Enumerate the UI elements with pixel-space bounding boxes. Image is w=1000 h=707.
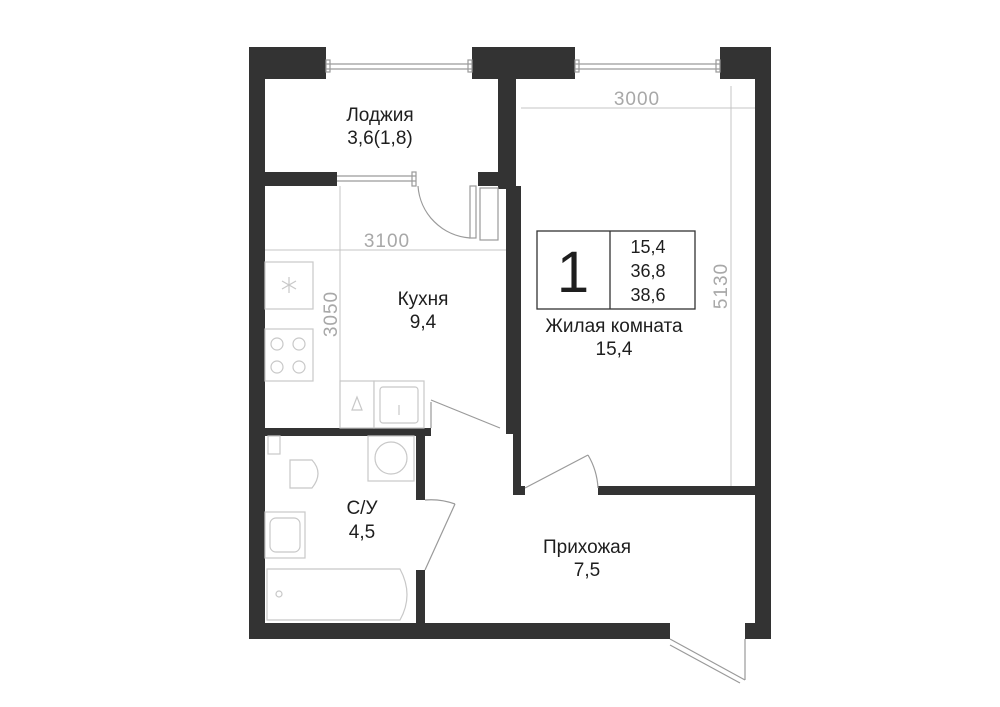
- total-with-loggia-value: 38,6: [630, 285, 665, 305]
- outer-wall-right: [755, 47, 771, 639]
- drum-icon: [374, 441, 408, 475]
- wall-kitchen-bath: [265, 428, 431, 436]
- loggia-name: Лоджия: [346, 105, 413, 126]
- outer-wall-top-left: [249, 47, 326, 79]
- kitchen-name: Кухня: [398, 289, 449, 310]
- dim-living-depth: 5130: [711, 263, 732, 309]
- room-labels: Лоджия 3,6(1,8) Кухня 9,4 Жилая комната …: [346, 105, 683, 581]
- burner-icon: [292, 337, 306, 351]
- summary-box: [536, 230, 696, 310]
- kitchen-fixtures: [264, 261, 425, 429]
- door-living: [524, 454, 599, 489]
- burner-icon: [292, 360, 306, 374]
- rooms-count: 1: [557, 240, 589, 305]
- burner-icon: [270, 337, 284, 351]
- door-bathroom: [424, 499, 456, 571]
- window-living: [574, 59, 721, 73]
- wall-living-bottom-left: [513, 486, 525, 495]
- bathroom-fixtures: [264, 435, 415, 621]
- asterisk-icon: [281, 277, 297, 293]
- stove: [264, 328, 314, 382]
- toilet-tank: [267, 435, 281, 455]
- outer-wall-bottom-right: [745, 623, 771, 639]
- wall-loggia-living: [498, 79, 516, 189]
- living-room-name: Жилая комната: [545, 316, 683, 337]
- hall-area: 7,5: [574, 560, 600, 581]
- wall-bath-hall-upper: [416, 428, 425, 500]
- washbasin: [269, 517, 301, 553]
- windows: [325, 59, 721, 187]
- walls: [249, 47, 771, 639]
- outer-wall-bottom-left: [249, 623, 670, 639]
- wall-loggia-bottom-right: [478, 172, 516, 186]
- hall-name: Прихожая: [543, 537, 631, 558]
- door-kitchen: [430, 399, 501, 429]
- dim-kitchen-width: 3100: [364, 231, 410, 252]
- outer-wall-left: [249, 47, 265, 639]
- wall-kitchen-living: [513, 186, 521, 494]
- door-entrance: [669, 638, 746, 684]
- living-area-value: 15,4: [630, 237, 665, 257]
- wall-loggia-bottom-left: [265, 172, 337, 186]
- window-loggia-kitchen: [337, 171, 417, 187]
- kitchen-area: 9,4: [410, 312, 437, 333]
- toilet: [289, 459, 319, 489]
- faucet-icon: [351, 395, 363, 411]
- burner-icon: [270, 360, 284, 374]
- bathroom-name: С/У: [346, 498, 378, 519]
- fridge-unit: [264, 261, 314, 310]
- loggia-area: 3,6(1,8): [347, 128, 412, 149]
- door-loggia: [417, 185, 499, 241]
- wall-living-bottom-right: [598, 486, 771, 495]
- bathroom-area: 4,5: [349, 522, 375, 543]
- bathtub: [266, 568, 408, 621]
- wall-kitchen-living-thin: [506, 186, 516, 434]
- wall-bath-hall-lower: [416, 570, 425, 623]
- dimension-lines: [265, 86, 755, 486]
- total-area-value: 36,8: [630, 261, 665, 281]
- outer-wall-top-middle: [472, 47, 575, 79]
- living-room-area: 15,4: [596, 339, 633, 360]
- drain-icon: [275, 590, 283, 598]
- apartment-summary: 1 15,4 36,8 38,6: [536, 230, 696, 310]
- doors: [417, 185, 746, 684]
- dim-kitchen-depth: 3050: [321, 291, 342, 337]
- window-loggia: [325, 59, 473, 73]
- dim-living-width: 3000: [614, 89, 660, 110]
